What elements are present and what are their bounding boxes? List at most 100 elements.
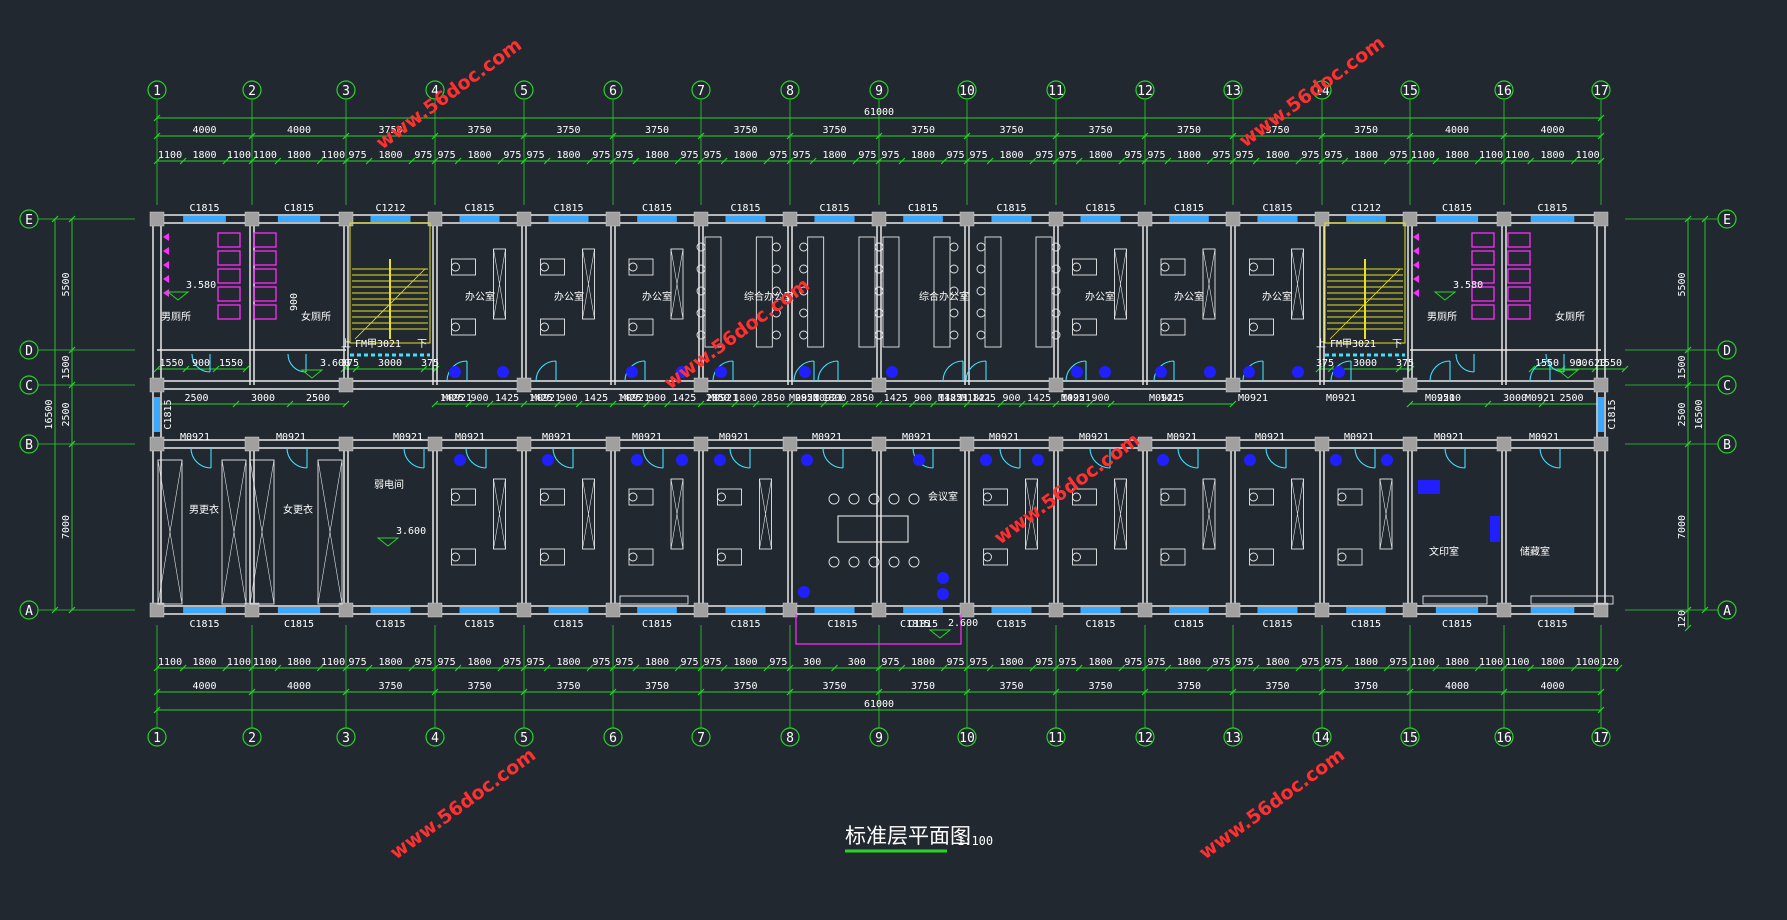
chair: [1249, 552, 1258, 562]
bay-dim-top-tick: [1052, 132, 1060, 140]
window-dim-top-text: 1800: [999, 150, 1023, 161]
room-label-office: 办公室: [1262, 290, 1292, 303]
storage-rack: [619, 595, 689, 605]
window-dim-top-text: 1100: [1576, 150, 1600, 161]
structural-column: [782, 602, 798, 618]
open-chair: [771, 308, 781, 318]
window-dim-bottom-tick: [1615, 664, 1623, 672]
bay-dim-bottom-tick: [1052, 688, 1060, 696]
door-tag-lower: M0921: [1434, 432, 1464, 443]
axis-bubble-top: [1223, 80, 1243, 100]
window-tag-bottom: C1815: [1262, 619, 1292, 630]
chair: [983, 552, 992, 562]
window-dim-bottom-text: 1100: [1479, 657, 1503, 668]
room-label-womens-toilet: 女厕所: [301, 310, 331, 323]
locker-cross: [221, 459, 247, 605]
cabinet: [1379, 478, 1393, 550]
window-dim-bottom-text: 1800: [1088, 657, 1112, 668]
structural-column: [959, 211, 975, 227]
equipment-marker-lower: [454, 454, 466, 466]
open-chair: [976, 242, 986, 252]
structural-column: [149, 602, 165, 618]
window-dim-top-text: 975: [1324, 150, 1342, 161]
window-dim-top-tick: [1474, 157, 1482, 165]
window-dim-top-tick: [1141, 157, 1149, 165]
open-chair: [771, 264, 781, 274]
watermark-text: www.56doc.com: [1195, 744, 1349, 864]
room-label-office: 办公室: [554, 290, 584, 303]
axis-label-col: 15: [1402, 731, 1418, 746]
window-dim-bottom-tick: [720, 664, 728, 672]
window-tag-top: C1815: [1537, 203, 1567, 214]
window-dim-top-tick: [497, 157, 505, 165]
cabinet-cross: [1114, 248, 1127, 320]
window-tag-top: C1212: [375, 203, 405, 214]
window-dim-top-text: 1100: [253, 150, 277, 161]
window-dim-top-text: 975: [681, 150, 699, 161]
axis-label-col: 8: [786, 731, 794, 746]
bay-dim-bottom-tick: [1141, 688, 1149, 696]
window-dim-top-tick: [1500, 157, 1508, 165]
chair: [451, 552, 460, 562]
toilet-stall: [1471, 250, 1495, 266]
window-dim-bottom-text: 1800: [1540, 657, 1564, 668]
bay-dim-bottom-text: 3750: [378, 681, 402, 692]
window-dim-bottom-text: 975: [1301, 657, 1319, 668]
door-upper: [1065, 360, 1087, 382]
door-lower: [1444, 447, 1466, 469]
toilet-stall: [1471, 286, 1495, 302]
bay-dim-top-tick: [1141, 132, 1149, 140]
overall-dim-bottom-text: 61000: [864, 699, 894, 710]
window-dim-bottom-tick: [1164, 664, 1172, 672]
window-dim-bottom-text: 1100: [227, 657, 251, 668]
window-dim-bottom-text: 1800: [378, 657, 402, 668]
row-dim-left-text: 7000: [61, 515, 72, 539]
door-tag-upper: M0921: [1425, 393, 1455, 404]
corridor-dim-left-text: 1550: [159, 358, 183, 369]
corridor-dim-mid-tick: [697, 400, 705, 408]
row-dim-right-text: 2500: [1677, 402, 1688, 426]
corridor-dim-mid-text: 1425: [529, 393, 553, 404]
window-dim-top-tick: [586, 157, 594, 165]
window-dim-top-text: 975: [349, 150, 367, 161]
open-chair: [696, 242, 706, 252]
chair: [540, 262, 549, 272]
chair: [1249, 262, 1258, 272]
cabinet: [1114, 478, 1127, 550]
axis-label-col: 14: [1314, 84, 1330, 99]
corridor-dim-mid-text: 1425: [972, 393, 996, 404]
bay-dim-bottom-tick: [431, 688, 439, 696]
door-tag-upper: M0921: [1525, 393, 1555, 404]
bay-dim-top-text: 3750: [733, 125, 757, 136]
side-window-tag-left: C1815: [163, 399, 174, 429]
window-tag-top: C1212: [1351, 203, 1381, 214]
cabinet: [1291, 478, 1304, 550]
corridor-dim-mid-text: 1425: [884, 393, 908, 404]
open-chair: [1051, 242, 1061, 252]
corridor-dim-mid-tick: [875, 400, 883, 408]
bay-dim-top-tick: [609, 132, 617, 140]
room-label-mens-toilet: 男厕所: [1427, 311, 1457, 323]
window-dim-top-tick: [1318, 157, 1326, 165]
desk: [451, 318, 476, 336]
door-tag-lower: M0921: [902, 432, 932, 443]
cabinet-cross: [1379, 478, 1393, 550]
drawing-title-block: 标准层平面图 1:100: [845, 824, 993, 853]
equipment-marker-upper: [1099, 366, 1111, 378]
axis-label-col: 15: [1402, 84, 1418, 99]
corridor-dim-left-tick: [182, 365, 190, 373]
window-dim-bottom-tick: [222, 664, 230, 672]
bay-dim-bottom-tick: [1500, 688, 1508, 696]
corridor-dim-mid-tick: [997, 400, 1005, 408]
equipment-marker-upper: [886, 366, 898, 378]
axis-label-col: 16: [1496, 731, 1512, 746]
window-dim-bottom-text: 975: [681, 657, 699, 668]
axis-label-col: 10: [959, 731, 975, 746]
desk: [540, 488, 565, 506]
door-tag-lower: M0921: [1167, 432, 1197, 443]
overall-dim-top-tick: [153, 114, 161, 122]
window-bottom: [1530, 607, 1575, 613]
window-tag-top: C1815: [819, 203, 849, 214]
window-dim-top-text: 975: [615, 150, 633, 161]
cabinet: [1202, 248, 1216, 320]
